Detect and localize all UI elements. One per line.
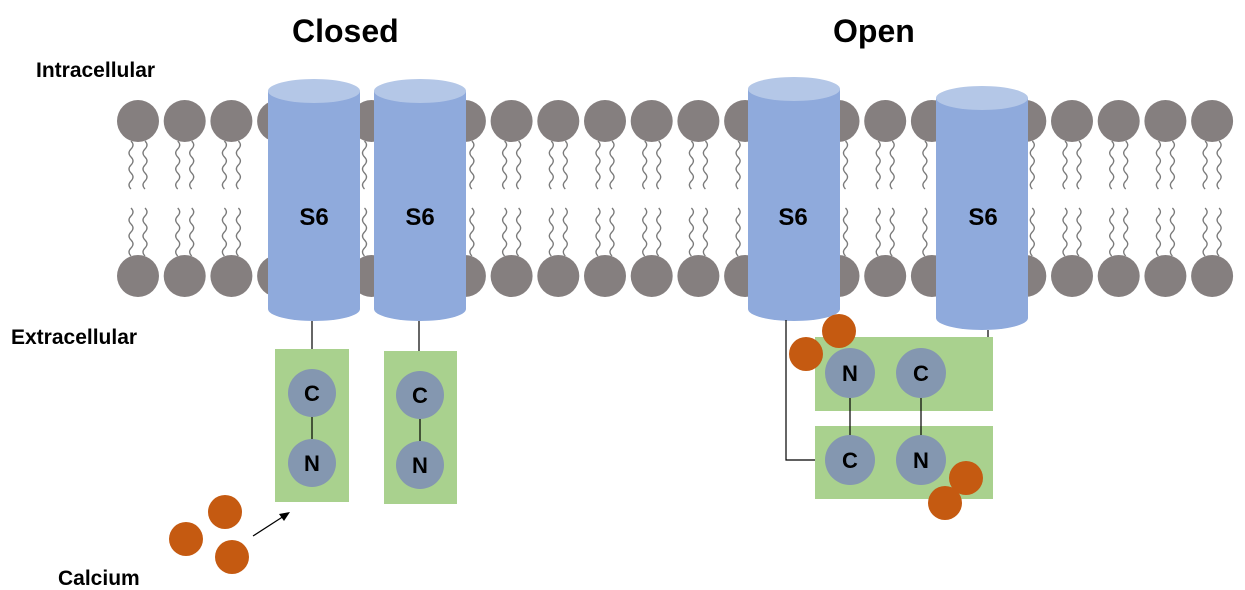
open-s6-label-1: S6 — [778, 204, 807, 231]
lipid — [210, 100, 253, 297]
open-n-label-2: N — [913, 448, 929, 473]
lipid — [537, 100, 580, 297]
calcium-ion — [949, 461, 983, 495]
closed-s6-label-2: S6 — [405, 204, 434, 231]
lipid — [630, 100, 673, 297]
calcium-label: Calcium — [58, 567, 140, 590]
closed-n-label-2: N — [412, 453, 428, 478]
free-calcium-ions — [169, 495, 249, 574]
lipid — [864, 100, 907, 297]
closed-n-label-1: N — [304, 451, 320, 476]
calcium-ion — [208, 495, 242, 529]
open-linker-1 — [785, 320, 825, 461]
calcium-ion — [215, 540, 249, 574]
open-s6-helix-2: S6 — [936, 86, 1028, 330]
open-c-lobe-1 — [896, 348, 946, 398]
lipid — [490, 100, 533, 297]
closed-title: Closed — [292, 13, 399, 49]
open-c-lobe-2 — [825, 435, 875, 485]
open-c-label-2: C — [842, 448, 858, 473]
open-title: Open — [833, 13, 915, 49]
bound-calcium-ions — [789, 314, 983, 520]
closed-s6-label-1: S6 — [299, 204, 328, 231]
closed-calmodulin-1: C N — [275, 349, 349, 502]
calcium-ion — [169, 522, 203, 556]
open-s6-label-2: S6 — [968, 204, 997, 231]
calcium-arrow — [252, 512, 290, 537]
lipid — [163, 100, 206, 297]
closed-calmodulin-2: C N — [384, 351, 457, 504]
closed-s6-helix-1: S6 — [268, 79, 360, 321]
open-c-label-1: C — [913, 361, 929, 386]
closed-c-lobe-2 — [396, 371, 444, 419]
lipid — [1191, 100, 1234, 297]
open-n-label-1: N — [842, 361, 858, 386]
intracellular-label: Intracellular — [36, 59, 155, 82]
closed-n-lobe-1 — [288, 439, 336, 487]
calcium-ion — [789, 337, 823, 371]
lipid — [1051, 100, 1093, 297]
closed-n-lobe-2 — [396, 441, 444, 489]
closed-c-label-1: C — [304, 381, 320, 406]
closed-c-label-2: C — [412, 383, 428, 408]
open-s6-helix-1: S6 — [748, 77, 840, 321]
lipid — [117, 100, 159, 297]
lipid — [1097, 100, 1140, 297]
closed-c-lobe-1 — [288, 369, 336, 417]
lipid — [1144, 100, 1187, 297]
open-n-lobe-1 — [825, 348, 875, 398]
lipid — [677, 100, 720, 297]
lipid — [584, 100, 626, 297]
calcium-ion — [928, 486, 962, 520]
extracellular-label: Extracellular — [11, 326, 137, 349]
closed-s6-helix-2: S6 — [374, 79, 466, 321]
open-n-lobe-2 — [896, 435, 946, 485]
calcium-ion — [822, 314, 856, 348]
